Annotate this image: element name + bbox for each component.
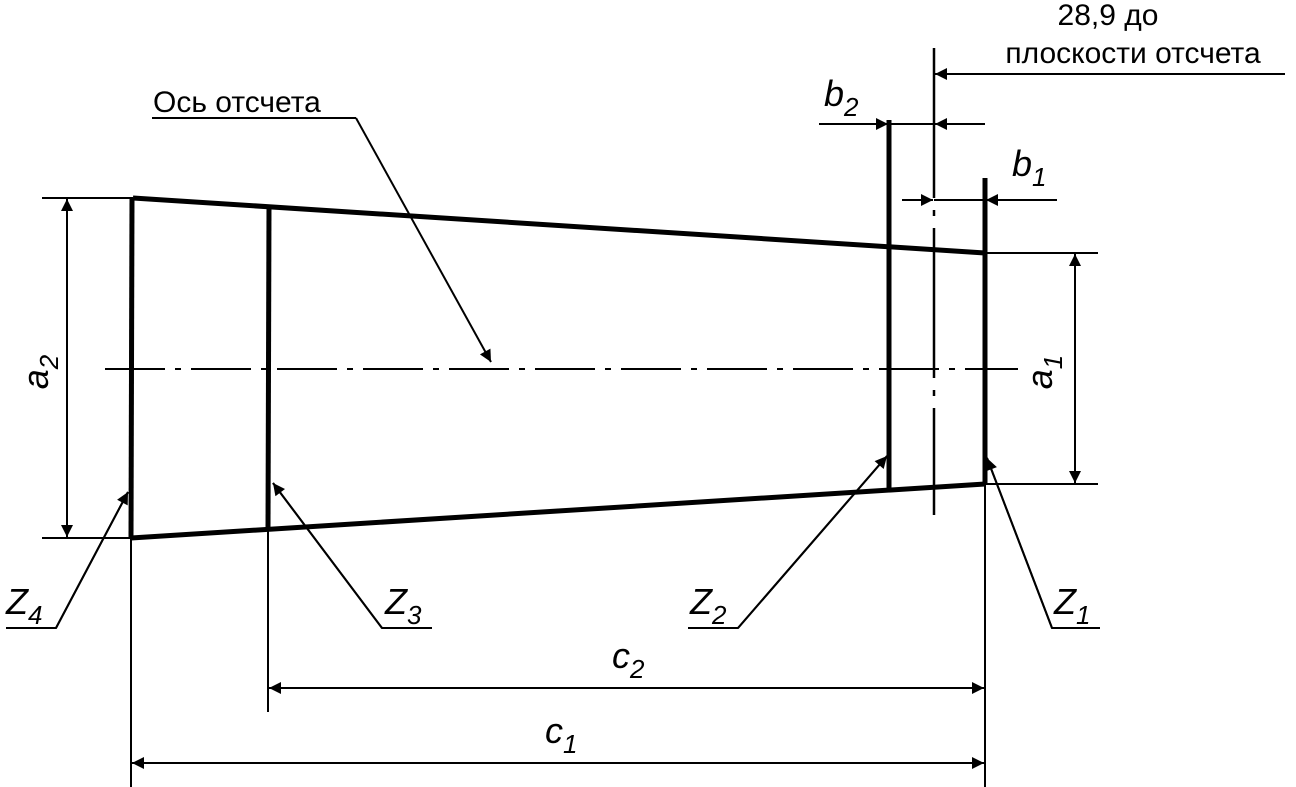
z1-leader-arrow	[985, 457, 1053, 629]
z4-leader-arrow	[55, 491, 129, 629]
z3-label: Z3	[384, 581, 422, 630]
z2-label: Z2	[689, 581, 727, 630]
c2-label: c2	[612, 635, 645, 684]
reference-note-line2: плоскости отсчета	[1005, 37, 1261, 70]
reference-note-line1: 28,9 до	[1058, 0, 1159, 32]
c1-label: c1	[545, 710, 577, 759]
b2-label: b2	[824, 73, 859, 122]
z1-label: Z1	[1053, 581, 1090, 630]
z2-leader-arrow	[737, 455, 888, 629]
z3-leader-arrow	[272, 482, 383, 629]
body-top-edge	[132, 195, 986, 256]
axis-leader-arrow	[355, 117, 492, 363]
svg-text:a2: a2	[15, 354, 64, 389]
axis-label: Ось отсчета	[153, 86, 321, 119]
body-bottom-edge	[130, 481, 986, 541]
svg-text:a1: a1	[1019, 355, 1068, 390]
section-z3-line	[265, 205, 272, 531]
b1-label: b1	[1012, 143, 1047, 192]
z4-label: Z4	[5, 581, 42, 630]
a2-label: a2	[15, 354, 64, 389]
a1-label: a1	[1019, 355, 1068, 390]
